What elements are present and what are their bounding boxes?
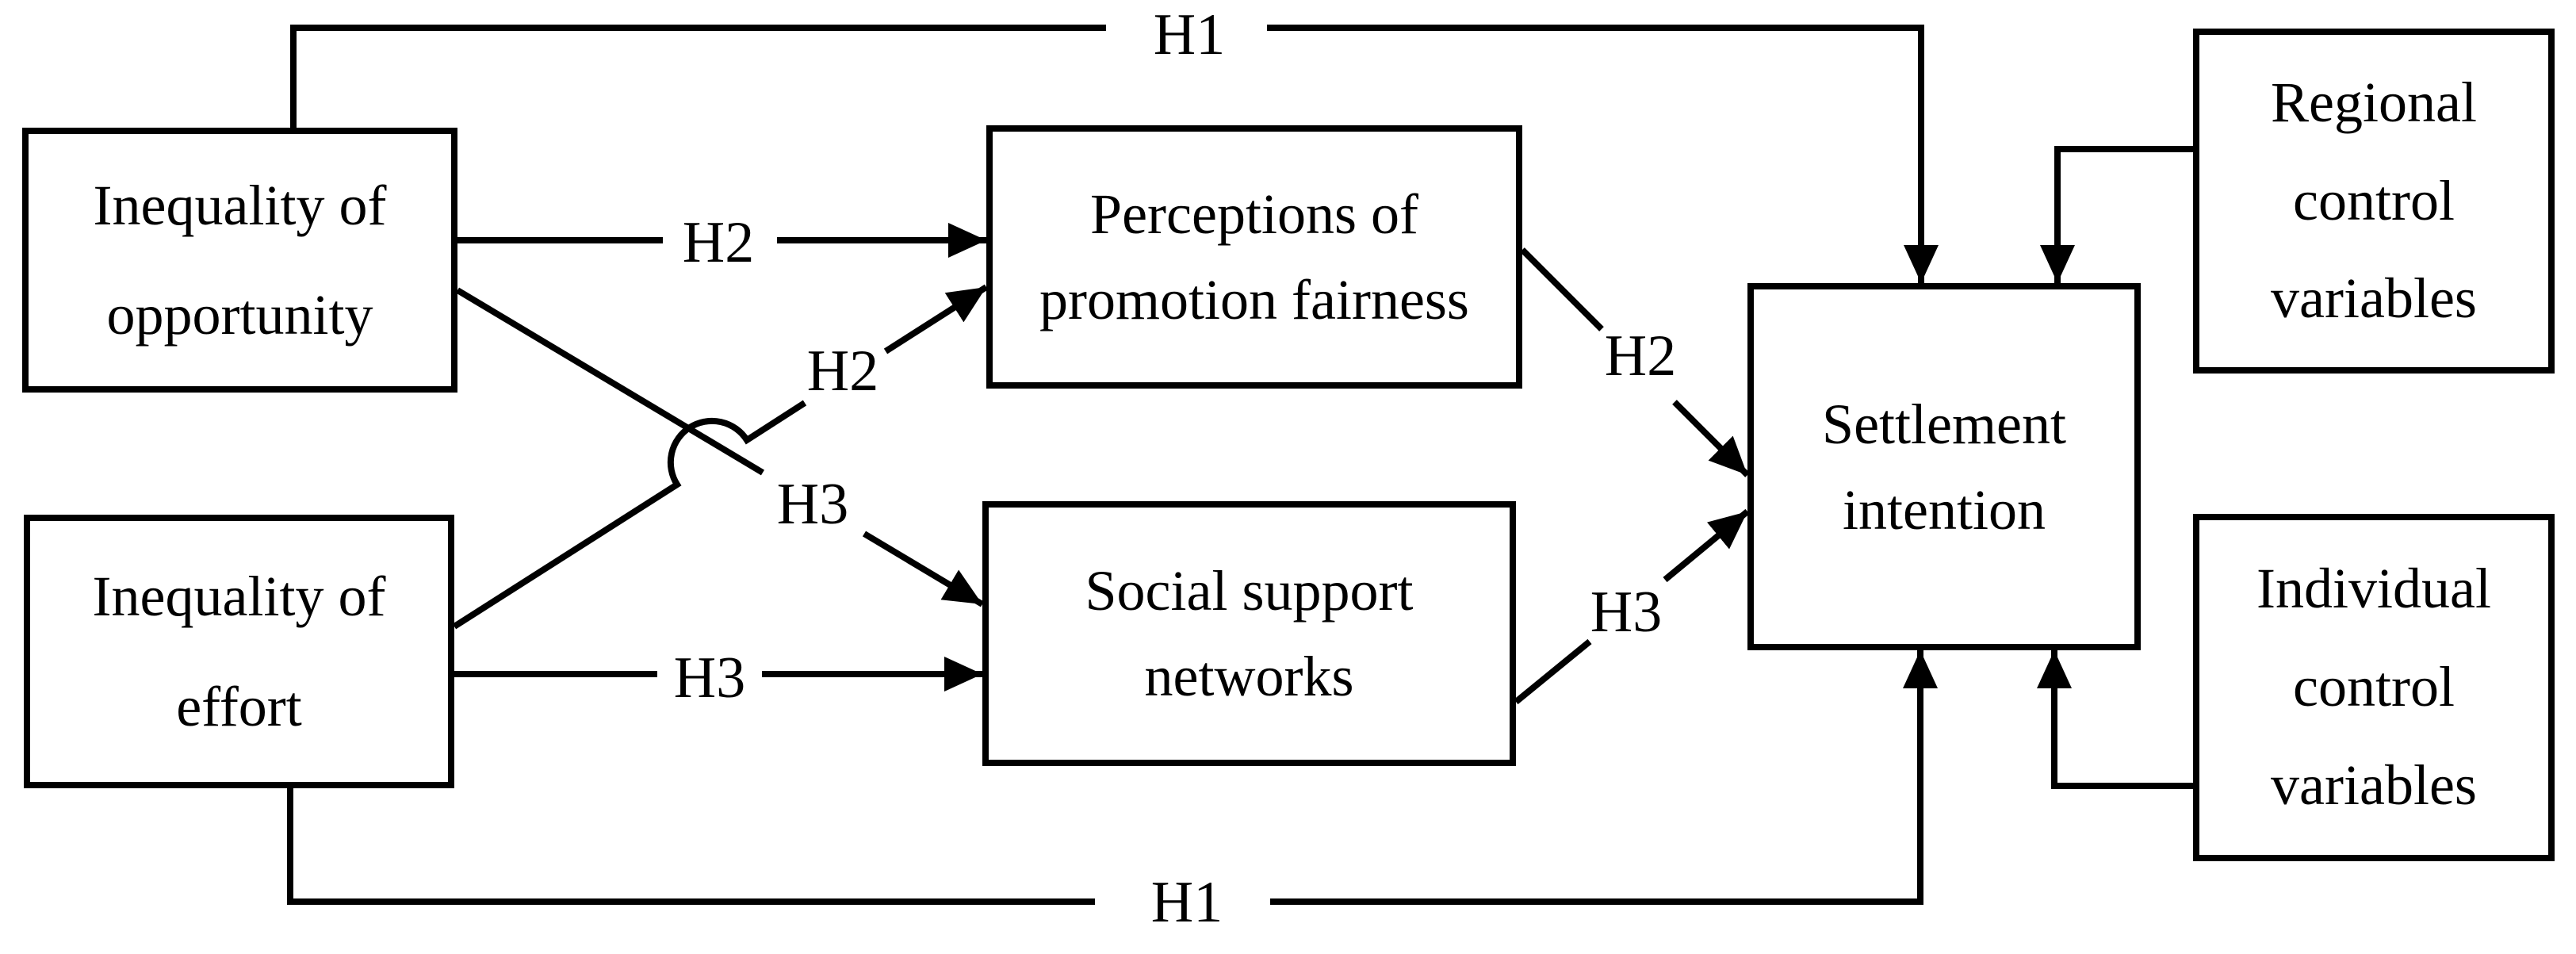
edge-h3-mediated-head [862, 531, 985, 607]
node-settlement-intention: Settlement intention [1747, 283, 2141, 650]
node-label: Settlement intention [1822, 392, 2066, 542]
edge-label-h2-direct: H2 [682, 210, 755, 275]
edge-h1-bottom-tail [287, 788, 1095, 905]
edge-h3-effect-head [1663, 508, 1750, 583]
node-label: Inequality of opportunity [93, 173, 387, 347]
node-label: Perceptions of promotion fairness [1039, 182, 1469, 331]
node-label: Social support networks [1085, 559, 1414, 708]
edge-h1-top-tail [290, 25, 1106, 128]
edge-regional-controls [2040, 146, 2193, 283]
node-regional-control-variables: Regional control variables [2193, 29, 2555, 374]
node-social-support-networks: Social support networks [982, 501, 1516, 766]
node-perceptions-of-promotion-fairness: Perceptions of promotion fairness [986, 125, 1522, 389]
edge-label-h3-mediated: H3 [776, 472, 849, 537]
edge-h2-mediated-head [883, 284, 989, 354]
edge-individual-controls [2037, 650, 2193, 789]
edge-label-h1-top: H1 [1153, 2, 1226, 67]
edge-h1-bottom-head [1270, 650, 1938, 905]
edge-label-h1-bottom: H1 [1150, 870, 1223, 935]
edge-label-h2-effect: H2 [1604, 324, 1677, 389]
edge-h3-effect-tail [1514, 638, 1592, 705]
edge-h2-mediated-tail-with-jump [452, 400, 807, 630]
node-label: Regional control variables [2271, 70, 2477, 331]
edge-label-h3-direct: H3 [673, 646, 746, 711]
edge-h1-top-head [1267, 25, 1939, 283]
edge-h2-effect-tail [1520, 247, 1604, 331]
node-inequality-of-opportunity: Inequality of opportunity [22, 128, 457, 393]
edge-h3-mediated-tail [455, 287, 765, 476]
edge-label-h3-effect: H3 [1590, 580, 1663, 645]
node-label: Individual control variables [2256, 557, 2491, 817]
node-inequality-of-effort: Inequality of effort [24, 515, 454, 788]
node-individual-control-variables: Individual control variables [2193, 514, 2555, 861]
edge-h2-effect-head [1672, 400, 1750, 477]
node-label: Inequality of effort [92, 565, 386, 738]
edge-label-h2-mediated: H2 [806, 339, 879, 404]
